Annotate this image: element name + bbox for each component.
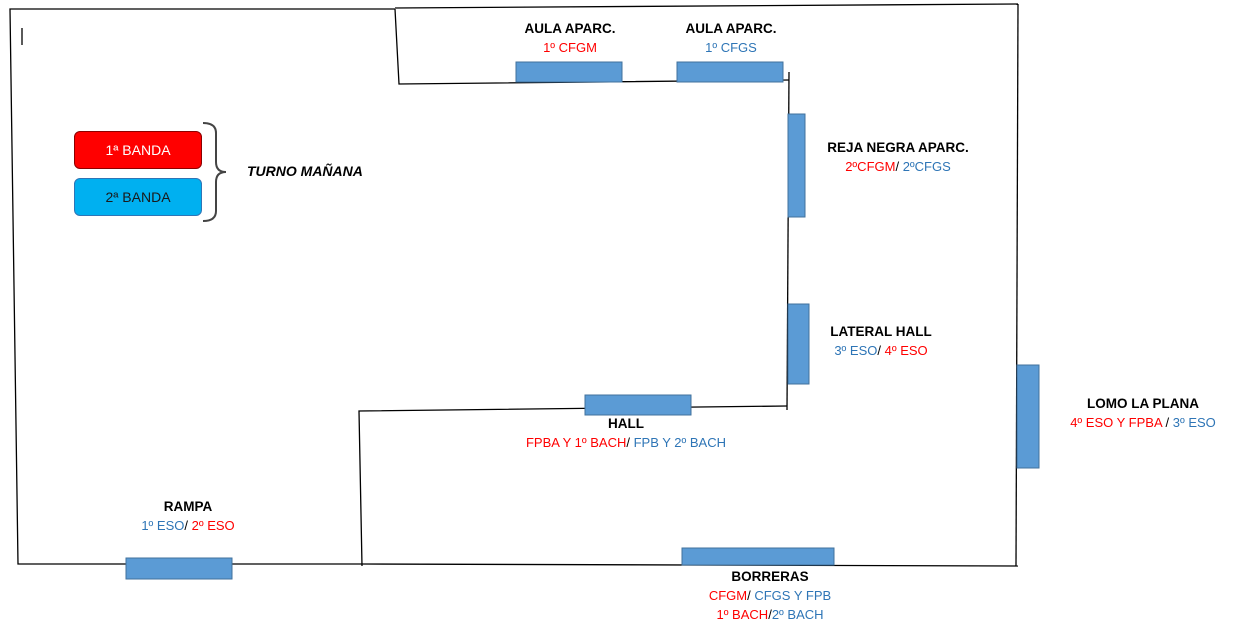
walls [9, 3, 1019, 567]
zone-groups: FPBA Y 1º BACH/ FPB Y 2º BACH [486, 433, 766, 452]
zone-groups: 1º CFGS [666, 38, 796, 57]
group-text: 4º ESO Y FPBA [1070, 415, 1162, 430]
gates [125, 61, 1040, 580]
group-text: / [895, 159, 903, 174]
zone-reja-negra: REJA NEGRA APARC. 2ºCFGM/ 2ºCFGS [808, 138, 988, 176]
group-text: CFGS Y FPB [754, 588, 832, 603]
zone-title: LOMO LA PLANA [1087, 396, 1199, 411]
group-text: 3º ESO [834, 343, 878, 358]
zone-hall: HALL FPBA Y 1º BACH/ FPB Y 2º BACH [486, 414, 766, 452]
outer-right-wall [1015, 3, 1019, 567]
group-text: 1º ESO [141, 518, 185, 533]
zone-groups: 3º ESO/ 4º ESO [811, 341, 951, 360]
gate-aula-2 [676, 61, 784, 83]
zone-lomo-la-plana: LOMO LA PLANA 4º ESO Y FPBA / 3º ESO [1043, 394, 1243, 432]
zone-aula-aparc-1: AULA APARC. 1º CFGM [505, 19, 635, 57]
zone-title: AULA APARC. [685, 21, 777, 36]
group-text: 1º CFGS [705, 40, 757, 55]
group-text: 2º BACH [771, 607, 824, 622]
zone-title: AULA APARC. [524, 21, 616, 36]
zone-rampa: RAMPA 1º ESO/ 2º ESO [118, 497, 258, 535]
group-text: 2ºCFGS [902, 159, 951, 174]
gate-borreras [681, 547, 835, 566]
gate-rampa [125, 557, 233, 580]
legend-second-band: 2ª BANDA [74, 178, 202, 216]
gate-lateral-hall [787, 303, 810, 385]
group-text: / [877, 343, 885, 358]
zone-groups: CFGM/ CFGS Y FPB [680, 586, 860, 605]
gate-reja-negra [787, 113, 806, 218]
zone-title: BORRERAS [731, 569, 809, 584]
group-text: / [1161, 415, 1173, 430]
group-text: / [184, 518, 192, 533]
group-text: CFGM [708, 588, 748, 603]
group-text: 2º ESO [191, 518, 235, 533]
zone-groups: 2ºCFGM/ 2ºCFGS [808, 157, 988, 176]
group-text: / [626, 435, 634, 450]
shift-label: TURNO MAÑANA [247, 163, 363, 179]
zone-title: RAMPA [163, 499, 213, 514]
group-text: 3º ESO [1172, 415, 1216, 430]
legend-first-band: 1ª BANDA [74, 131, 202, 169]
zone-title: REJA NEGRA APARC. [827, 140, 969, 155]
zone-groups: 1º BACH/2º BACH [680, 605, 860, 624]
group-text: 1º CFGM [543, 40, 597, 55]
outer-left-wall [9, 8, 395, 565]
group-text: / [747, 588, 755, 603]
group-text: 4º ESO [884, 343, 928, 358]
zone-aula-aparc-2: AULA APARC. 1º CFGS [666, 19, 796, 57]
outer-top-wall [394, 3, 1019, 9]
zone-groups: 1º ESO/ 2º ESO [118, 516, 258, 535]
group-text: FPBA Y 1º BACH [525, 435, 627, 450]
gate-hall [584, 394, 692, 416]
zone-lateral-hall: LATERAL HALL 3º ESO/ 4º ESO [811, 322, 951, 360]
zone-title: LATERAL HALL [830, 324, 932, 339]
group-text: 1º BACH [716, 607, 769, 622]
zone-groups: 1º CFGM [505, 38, 635, 57]
legend-brace [202, 122, 227, 222]
gate-aula-1 [515, 61, 623, 83]
group-text: FPB Y 2º BACH [633, 435, 727, 450]
inner-top-wall [394, 8, 790, 85]
group-text: / [768, 607, 772, 622]
gate-lomo-la-plana [1016, 364, 1040, 469]
zone-groups: 4º ESO Y FPBA / 3º ESO [1043, 413, 1243, 432]
group-text: 2ºCFGM [845, 159, 896, 174]
zone-title: HALL [608, 416, 644, 431]
